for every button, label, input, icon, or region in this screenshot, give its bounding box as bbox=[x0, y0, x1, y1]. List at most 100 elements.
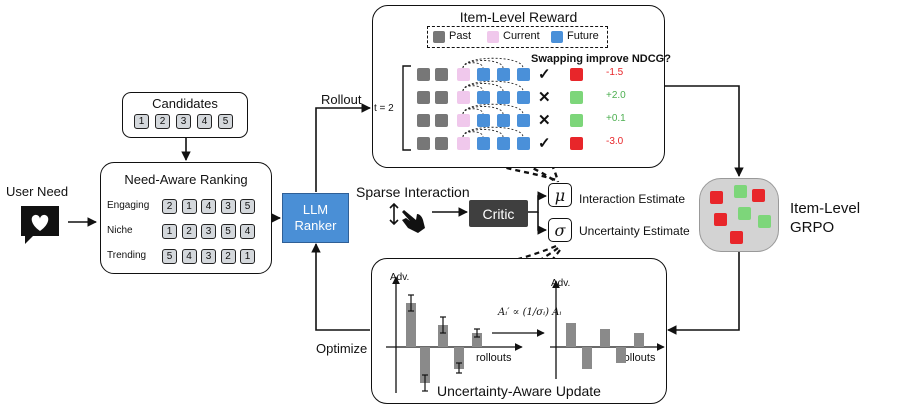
timestep-bracket bbox=[402, 65, 411, 151]
reward-value: +0.1 bbox=[606, 113, 626, 124]
before-advantage-bar bbox=[420, 347, 430, 383]
legend-label: Current bbox=[503, 30, 540, 42]
swap-decision-mark: ✕ bbox=[538, 112, 551, 129]
swap-arcs bbox=[462, 57, 524, 138]
llm-ranker-box: LLM Ranker bbox=[282, 193, 349, 243]
ranking-item-chip: 3 bbox=[220, 199, 236, 214]
swap-decision-mark: ✕ bbox=[538, 89, 551, 106]
ranking-item-chip: 4 bbox=[181, 249, 197, 264]
ranking-item-chip: 2 bbox=[181, 224, 197, 239]
reward-value: -1.5 bbox=[606, 67, 624, 78]
grpo-label-line1: Item-Level bbox=[790, 200, 861, 217]
ranking-row-label: Engaging bbox=[107, 200, 150, 211]
sparse-interaction-label: Sparse Interaction bbox=[356, 184, 470, 200]
llm-ranker-label-line1: LLM bbox=[302, 202, 329, 217]
user-need-icon bbox=[19, 204, 61, 246]
reward-item-square bbox=[497, 68, 510, 81]
legend-swatch bbox=[551, 31, 563, 43]
reward-flag-square bbox=[570, 68, 583, 81]
reward-flag-square bbox=[570, 137, 583, 150]
after-x-label: rollouts bbox=[620, 352, 656, 364]
candidate-chip: 3 bbox=[176, 114, 191, 129]
legend-label: Future bbox=[567, 30, 599, 42]
reward-item-square bbox=[435, 137, 448, 150]
reward-title: Item-Level Reward bbox=[459, 9, 578, 25]
ranking-row-label: Niche bbox=[107, 225, 133, 236]
grpo-pool bbox=[699, 178, 779, 252]
grpo-label-line2: GRPO bbox=[790, 219, 835, 236]
ranking-item-chip: 4 bbox=[240, 224, 255, 239]
rollout-label: Rollout bbox=[321, 92, 362, 107]
reward-flag-square bbox=[570, 91, 583, 104]
uncertainty-estimate-label: Uncertainty Estimate bbox=[579, 224, 690, 238]
after-advantage-bar bbox=[566, 323, 576, 347]
reward-item-square bbox=[417, 68, 430, 81]
sigma-box: σ bbox=[548, 218, 572, 242]
uncertainty-aware-update-panel: Uncertainty-Aware Update Adv. rollouts A… bbox=[371, 258, 667, 404]
swap-arc bbox=[462, 126, 524, 138]
grpo-reward-square bbox=[738, 207, 751, 220]
after-advantage-bar bbox=[600, 329, 610, 347]
optimize-label: Optimize bbox=[316, 341, 368, 356]
reward-value: -3.0 bbox=[606, 136, 624, 147]
grpo-reward-square bbox=[734, 185, 747, 198]
candidate-chip: 5 bbox=[218, 114, 233, 129]
reward-item-square bbox=[497, 137, 510, 150]
before-x-label: rollouts bbox=[476, 352, 512, 364]
reward-item-square bbox=[497, 91, 510, 104]
ranking-title: Need-Aware Ranking bbox=[124, 172, 248, 187]
ranking-item-chip: 3 bbox=[201, 224, 216, 239]
reward-item-square bbox=[477, 137, 490, 150]
interaction-estimate-label: Interaction Estimate bbox=[579, 192, 686, 206]
after-advantage-bar bbox=[582, 347, 592, 369]
ranking-item-chip: 5 bbox=[220, 224, 236, 239]
reward-item-square bbox=[517, 114, 530, 127]
ranking-item-chip: 1 bbox=[181, 199, 197, 214]
swap-arc bbox=[462, 57, 524, 69]
candidate-chip: 2 bbox=[155, 114, 170, 129]
swap-decision-mark: ✓ bbox=[538, 135, 551, 152]
timestep-label: t = 2 bbox=[374, 103, 394, 114]
candidates-title: Candidates bbox=[152, 96, 218, 111]
ranking-item-chip: 2 bbox=[220, 249, 236, 264]
legend-swatch bbox=[487, 31, 499, 43]
reward-value: +2.0 bbox=[606, 90, 626, 101]
reward-item-square bbox=[435, 91, 448, 104]
reward-item-square bbox=[457, 68, 470, 81]
reward-item-square bbox=[417, 114, 430, 127]
reward-item-square bbox=[497, 114, 510, 127]
after-y-label: Adv. bbox=[551, 278, 571, 289]
reward-item-square bbox=[517, 91, 530, 104]
reward-item-square bbox=[457, 91, 470, 104]
arrow-grpo-to-update bbox=[667, 252, 740, 335]
reward-item-square bbox=[417, 137, 430, 150]
ranking-item-chip: 4 bbox=[201, 199, 216, 214]
reward-item-square bbox=[435, 114, 448, 127]
ranking-item-chip: 1 bbox=[162, 224, 177, 239]
swap-decision-mark: ✓ bbox=[538, 66, 551, 83]
ranking-item-chip: 5 bbox=[240, 199, 255, 214]
legend-label: Past bbox=[449, 30, 472, 42]
mu-box: μ bbox=[548, 183, 572, 207]
reward-item-square bbox=[517, 137, 530, 150]
arrow-rollout bbox=[315, 103, 371, 192]
reward-flag-square bbox=[570, 114, 583, 127]
arrow-optimize bbox=[311, 243, 370, 331]
arrow-critic-to-sigma bbox=[537, 212, 547, 235]
critic-box: Critic bbox=[469, 200, 528, 227]
item-level-reward-panel: Item-Level Reward Swapping improve NDCG?… bbox=[372, 5, 671, 168]
ranking-item-chip: 1 bbox=[240, 249, 255, 264]
grpo-reward-square bbox=[710, 191, 723, 204]
reward-item-square bbox=[477, 91, 490, 104]
llm-ranker-label-line2: Ranker bbox=[294, 218, 337, 233]
reward-item-square bbox=[417, 91, 430, 104]
ranking-item-chip: 2 bbox=[162, 199, 177, 214]
reward-item-square bbox=[477, 68, 490, 81]
candidate-chip: 4 bbox=[197, 114, 212, 129]
before-advantage-bar bbox=[438, 325, 448, 347]
reward-question: Swapping improve NDCG? bbox=[531, 53, 671, 65]
reward-item-square bbox=[517, 68, 530, 81]
grpo-reward-square bbox=[730, 231, 743, 244]
before-advantage-bar bbox=[406, 303, 416, 347]
